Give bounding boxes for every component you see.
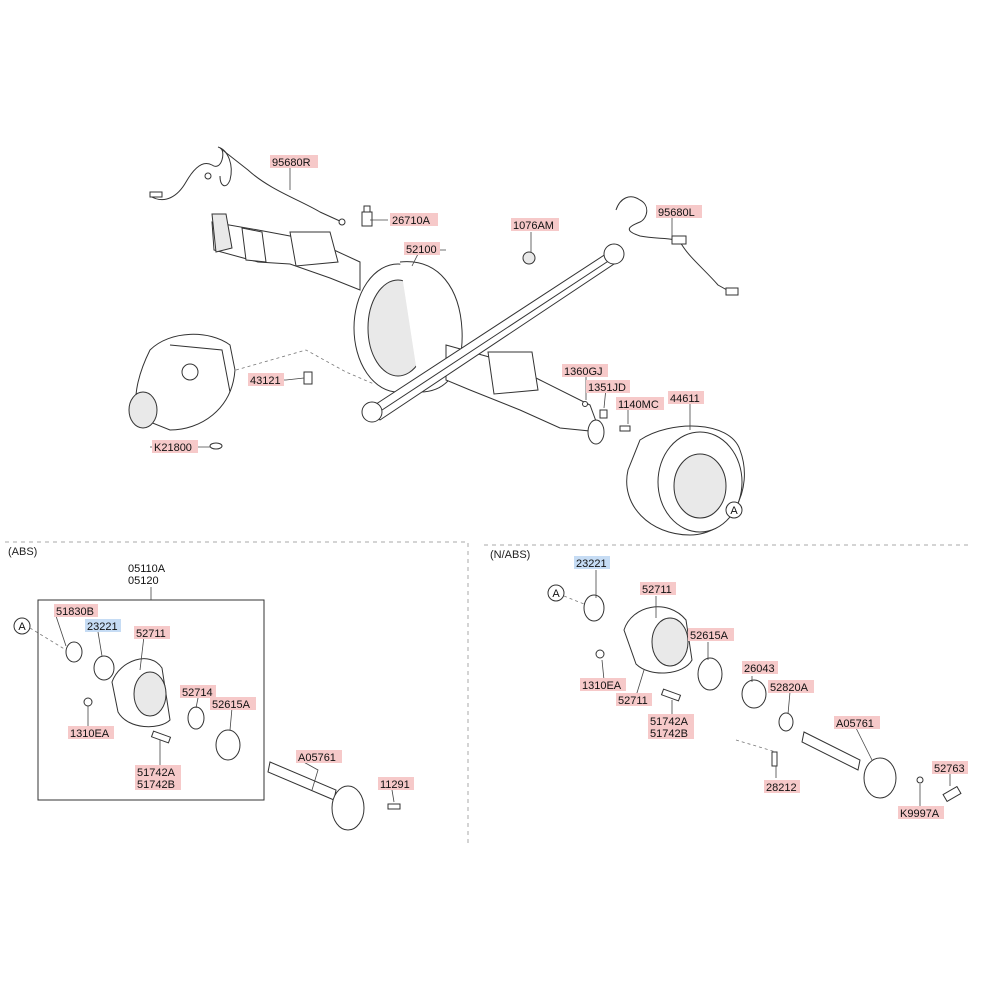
nut-1076am — [522, 251, 536, 265]
label-abs-52714: 52714 — [182, 687, 213, 699]
label-95680R: 95680R — [272, 157, 311, 169]
label-nabs-52711-bottom: 52711 — [618, 695, 648, 707]
label-abs-52711: 52711 — [136, 628, 166, 640]
label-nabs-51742A: 51742A — [650, 716, 689, 728]
label-nabs-52711-top: 52711 — [642, 584, 672, 596]
label-1351JD: 1351JD — [588, 382, 626, 394]
label-1076AM: 1076AM — [513, 220, 554, 232]
abs-sensor-left — [615, 196, 739, 296]
axle-housing — [211, 213, 625, 445]
label-abs-23221: 23221 — [87, 621, 118, 633]
abs-parts — [65, 641, 401, 831]
label-K21800: K21800 — [154, 442, 192, 454]
label-nabs-K9997A: K9997A — [900, 808, 940, 820]
label-abs-52615A: 52615A — [212, 699, 251, 711]
hardware-1351jd — [599, 409, 608, 419]
label-44611: 44611 — [670, 393, 700, 405]
nabs-section-title: (N/ABS) — [490, 549, 530, 561]
ref-marker-nabs-text: A — [552, 588, 560, 600]
abs-hub-box — [37, 587, 265, 801]
label-nabs-28212: 28212 — [766, 782, 797, 794]
bolt-43121 — [303, 371, 313, 385]
ref-marker-abs-text: A — [18, 621, 26, 633]
abs-labels: 05110A 05120 51830B 23221 52711 52714 52… — [54, 563, 414, 791]
plug-k21800 — [209, 442, 223, 450]
vent-plug — [361, 205, 373, 227]
label-abs-A05761: A05761 — [298, 752, 336, 764]
label-1140MC: 1140MC — [618, 399, 659, 411]
nabs-labels: 23221 52711 52615A 1310EA 52711 26043 52… — [574, 556, 968, 820]
label-nabs-51742B: 51742B — [650, 728, 688, 740]
label-nabs-52820A: 52820A — [770, 682, 809, 694]
ref-marker-top — [725, 501, 743, 519]
label-nabs-A05761: A05761 — [836, 718, 874, 730]
label-abs-51830B: 51830B — [56, 606, 94, 618]
nabs-parts — [583, 594, 962, 803]
abs-sensor-right — [149, 146, 346, 226]
ref-marker-abs — [13, 617, 31, 635]
label-26710A: 26710A — [392, 215, 431, 227]
label-52100: 52100 — [406, 244, 437, 256]
label-nabs-52615A: 52615A — [690, 630, 729, 642]
bolt-1140mc — [619, 425, 631, 432]
label-abs-1310EA: 1310EA — [70, 728, 110, 740]
abs-section-title: (ABS) — [8, 546, 37, 558]
label-abs-05120: 05120 — [128, 575, 159, 587]
top-labels: 95680R 26710A 1076AM 95680L 52100 43121 … — [152, 155, 704, 454]
abs-leaders — [55, 615, 395, 803]
label-abs-11291: 11291 — [380, 779, 410, 791]
label-43121: 43121 — [250, 375, 281, 387]
brake-drum — [626, 425, 745, 536]
ref-marker-nabs — [547, 584, 565, 602]
label-abs-05110A: 05110A — [128, 563, 166, 575]
label-95680L: 95680L — [658, 207, 695, 219]
label-abs-51742A: 51742A — [137, 767, 176, 779]
label-nabs-52763: 52763 — [934, 763, 965, 775]
nabs-leaders — [595, 570, 951, 806]
abs-section-frame — [5, 541, 469, 845]
label-nabs-1310EA: 1310EA — [582, 680, 622, 692]
label-nabs-23221: 23221 — [576, 558, 607, 570]
label-nabs-26043: 26043 — [744, 663, 775, 675]
label-1360GJ: 1360GJ — [564, 366, 603, 378]
label-abs-51742B: 51742B — [137, 779, 175, 791]
differential-carrier — [128, 333, 375, 431]
ref-marker-top-text: A — [730, 505, 738, 517]
hardware-1360gj — [582, 401, 588, 407]
